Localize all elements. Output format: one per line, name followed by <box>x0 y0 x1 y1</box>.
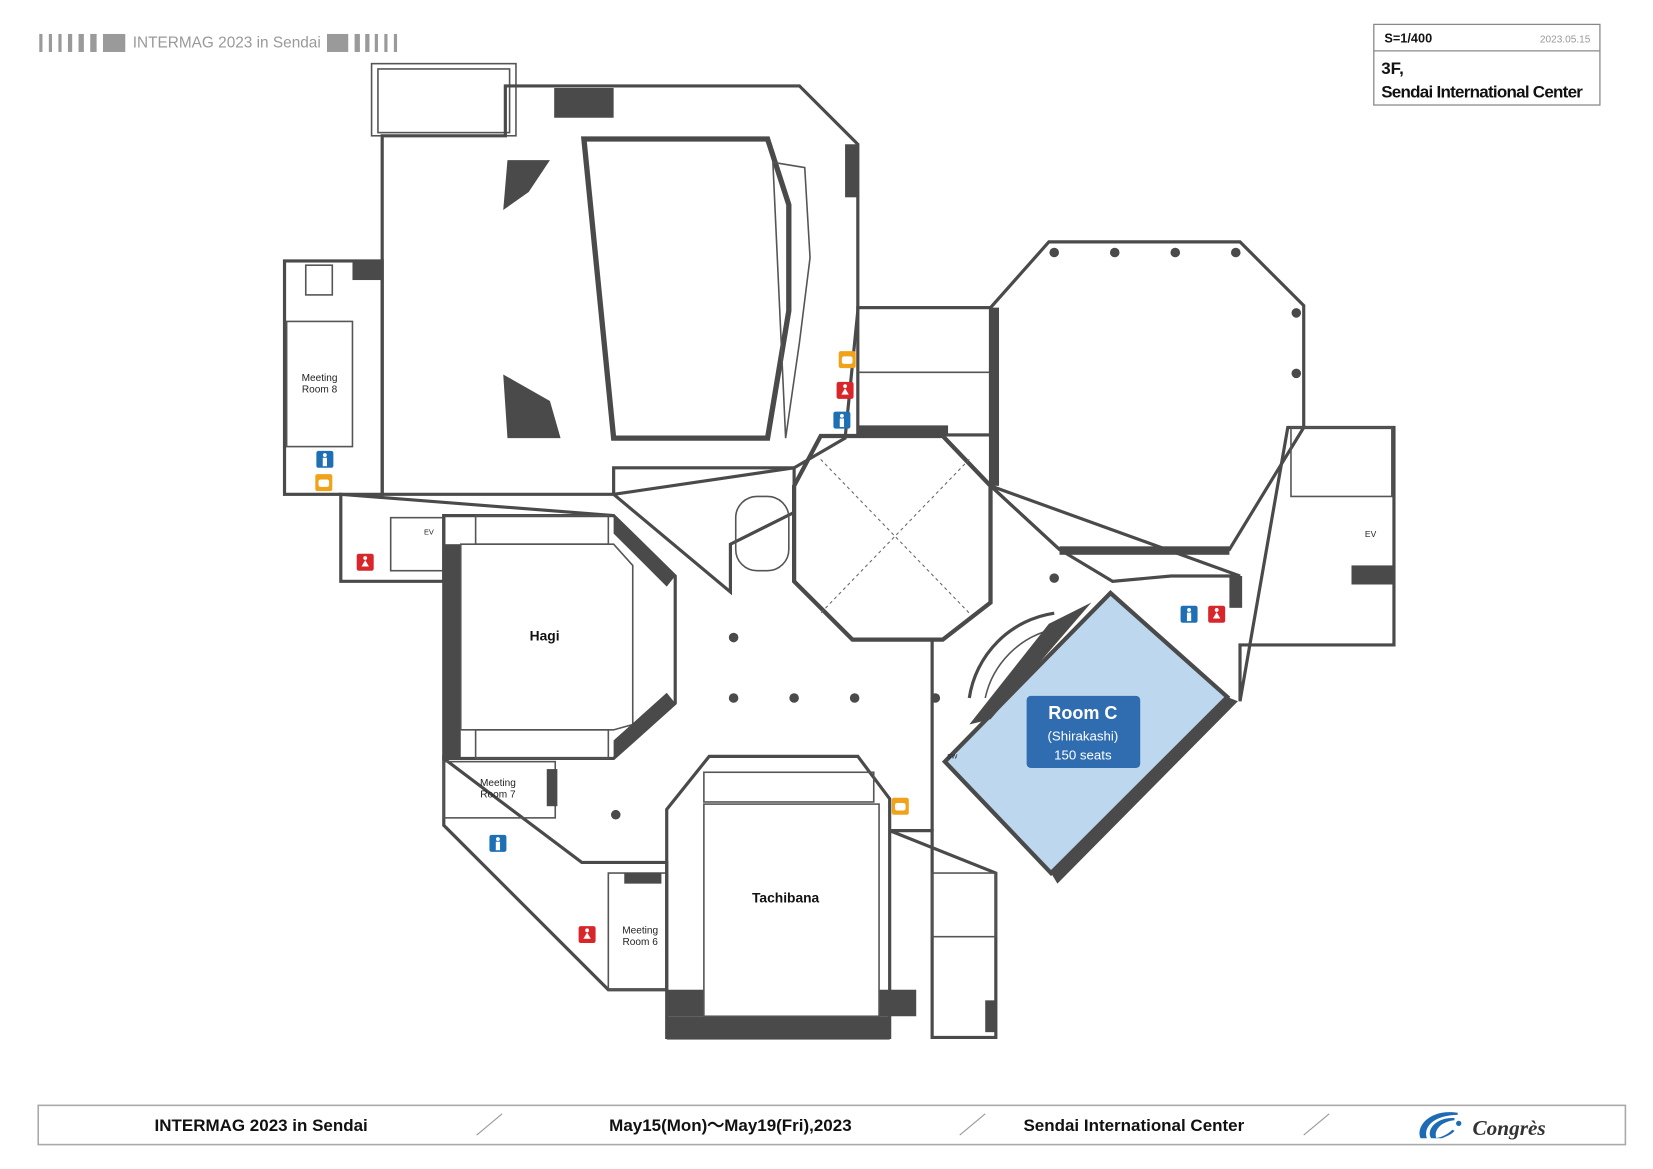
elevator-right-label: EV <box>1365 529 1377 539</box>
column-marker <box>610 809 621 820</box>
room-labels: Meeting Room 8 Hagi Meeting Room 7 Meeti… <box>302 373 1377 948</box>
header-title: INTERMAG 2023 in Sendai <box>133 35 321 52</box>
men-restroom-icon <box>833 411 851 429</box>
logo-text: Congrès <box>1473 1116 1546 1140</box>
amenity-icon <box>838 351 856 369</box>
amenity-icon <box>315 474 333 492</box>
amenity-icon <box>891 797 909 815</box>
venue-label: Sendai International Center <box>1381 83 1583 102</box>
columns <box>610 247 1302 820</box>
column-marker <box>849 693 860 703</box>
scale-label: S=1/400 <box>1384 30 1432 45</box>
tachibana-label: Tachibana <box>752 891 819 906</box>
header-banner: INTERMAG 2023 in Sendai <box>39 33 398 52</box>
column-marker <box>1291 368 1302 379</box>
footer-venue: Sendai International Center <box>1023 1116 1244 1135</box>
title-box: S=1/400 2023.05.15 3F, Sendai Internatio… <box>1373 23 1601 106</box>
footer-event: INTERMAG 2023 in Sendai <box>155 1116 368 1135</box>
column-marker <box>789 693 799 703</box>
column-marker <box>1049 247 1060 258</box>
men-restroom-icon <box>316 450 334 468</box>
women-restroom-icon <box>356 553 374 571</box>
footer-dates: May15(Mon)～May19(Fri),2023 <box>609 1116 851 1135</box>
map-date: 2023.05.15 <box>1540 34 1591 45</box>
sw-label: SW <box>947 753 957 760</box>
header-bars-right <box>326 33 398 52</box>
footer-bar: INTERMAG 2023 in Sendai May15(Mon)～May19… <box>37 1104 1627 1146</box>
hagi-label: Hagi <box>530 629 560 644</box>
room-c[interactable]: Room C (Shirakashi) 150 seats <box>941 590 1238 884</box>
men-restroom-icon <box>1180 605 1198 623</box>
meeting-room-8-label-2: Room 8 <box>302 384 338 395</box>
column-marker <box>728 693 739 703</box>
column-marker <box>930 693 941 703</box>
facility-icons <box>315 351 1226 944</box>
meeting-room-8-label-1: Meeting <box>302 373 338 384</box>
column-marker <box>728 632 739 643</box>
building-outline <box>282 62 1396 1040</box>
women-restroom-icon <box>1208 605 1226 623</box>
column-marker <box>1049 573 1060 583</box>
men-restroom-icon <box>489 834 507 852</box>
room-c-capacity: 150 seats <box>1054 748 1112 763</box>
column-marker <box>1170 247 1181 258</box>
meeting-room-6-label-2: Room 6 <box>623 937 659 948</box>
meeting-room-7-label-2: Room 7 <box>480 790 516 801</box>
room-c-name: Room C <box>1048 703 1117 723</box>
congres-logo: Congrès <box>1419 1112 1546 1140</box>
meeting-room-7-label-1: Meeting <box>480 778 516 789</box>
column-marker <box>1109 247 1120 258</box>
column-marker <box>1291 308 1302 318</box>
women-restroom-icon <box>578 926 596 944</box>
women-restroom-icon <box>836 381 854 399</box>
room-c-subtitle: (Shirakashi) <box>1048 728 1119 743</box>
floor-label: 3F, <box>1381 59 1404 78</box>
header-bars-left <box>39 33 126 52</box>
meeting-room-6-label-1: Meeting <box>622 926 658 937</box>
room-c-label-box <box>1026 695 1141 769</box>
column-marker <box>1230 247 1241 258</box>
elevator-left-label: EV <box>424 528 434 537</box>
